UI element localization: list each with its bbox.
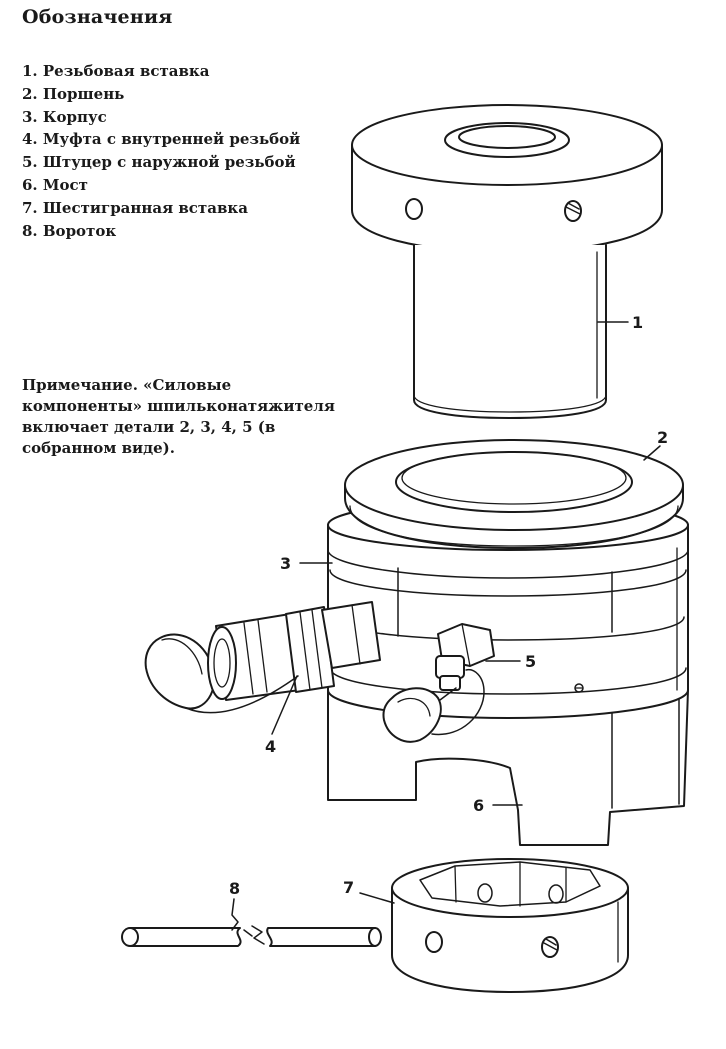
callout-6: 6	[473, 796, 484, 815]
part-piston	[344, 439, 684, 549]
legend-title: Обозначения	[22, 6, 173, 28]
note-line: компоненты» шпильконатяжителя	[22, 397, 335, 415]
insert-hole	[425, 931, 443, 953]
note-line: включает детали 2, 3, 4, 5 (в	[22, 418, 276, 436]
part-male-fitting	[382, 623, 495, 743]
callout-5: 5	[525, 652, 536, 671]
callout-4: 4	[265, 737, 276, 756]
leader-lines	[231, 321, 661, 931]
flange-hole	[405, 198, 423, 220]
legend-list: 1. Резьбовая вставка 2. Поршень 3. Корпу…	[22, 60, 300, 242]
note: Примечание. «Силовые компоненты» шпилько…	[22, 375, 342, 459]
callout-2: 2	[657, 428, 668, 447]
part-tommy-bar	[121, 925, 382, 947]
legend-item-hex-insert: 7. Шестигранная вставка	[22, 198, 248, 217]
note-line: Примечание. «Силовые	[22, 376, 232, 394]
legend-item-housing: 3. Корпус	[22, 107, 107, 126]
legend-item-threaded-insert: 1. Резьбовая вставка	[22, 62, 210, 80]
callout-1: 1	[632, 313, 643, 332]
flange-hole	[564, 200, 582, 222]
legend-item-bridge: 6. Мост	[22, 175, 88, 194]
legend-item-female-coupler: 4. Муфта с внутренней резьбой	[22, 130, 301, 149]
legend-item-piston: 2. Поршень	[22, 84, 125, 103]
callout-8: 8	[229, 879, 240, 898]
legend-item-male-fitting: 5. Штуцер с наружной резьбой	[22, 153, 296, 172]
part-hex-insert	[391, 858, 629, 993]
insert-hole	[541, 936, 559, 958]
part-threaded-insert	[351, 104, 663, 419]
callout-numbers: 1 2 3 4 5 6 7 8	[229, 313, 668, 898]
callout-3: 3	[280, 554, 291, 573]
note-line: собранном виде).	[22, 439, 175, 457]
legend-item-tommy-bar: 8. Вороток	[22, 221, 117, 240]
callout-7: 7	[343, 878, 354, 897]
part-female-coupler	[144, 601, 381, 714]
